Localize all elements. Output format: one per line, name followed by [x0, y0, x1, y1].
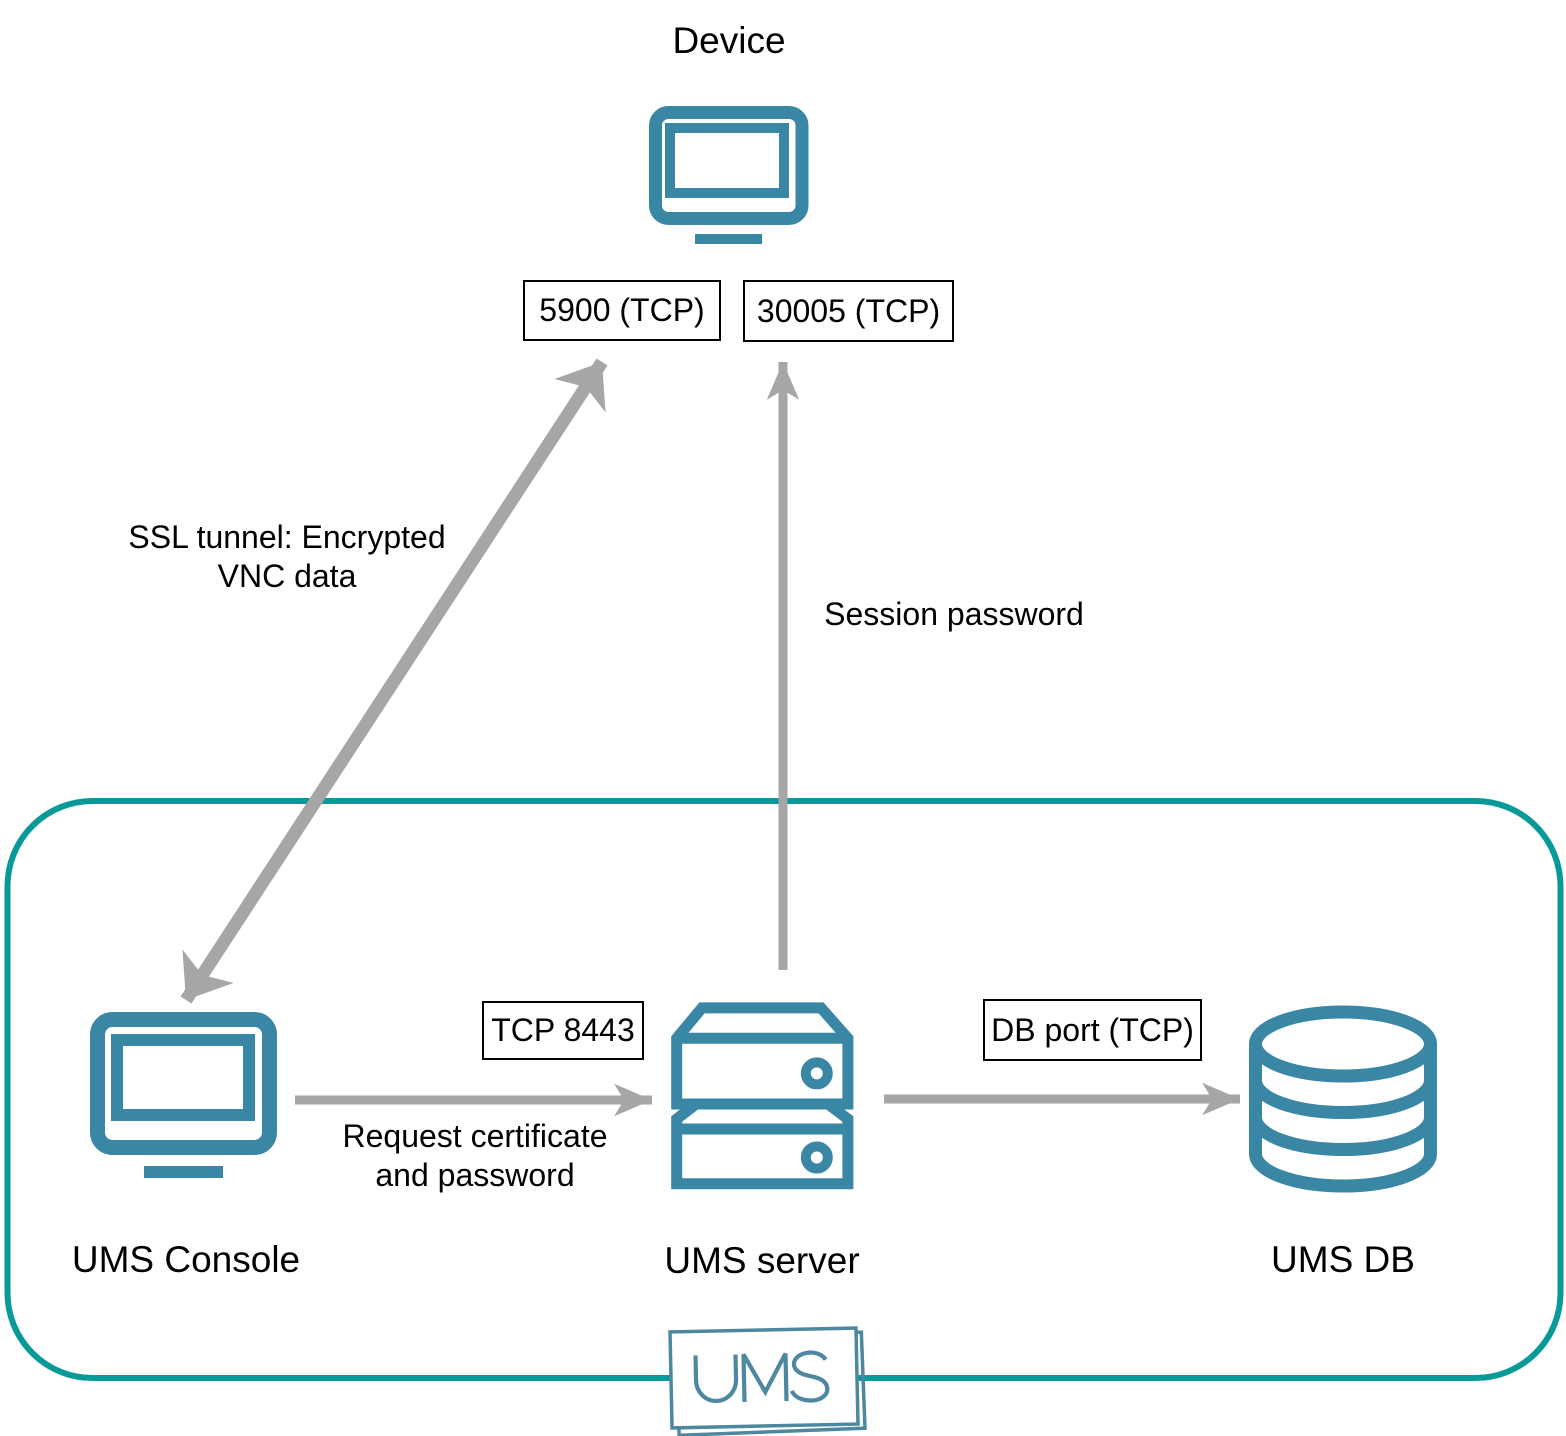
ums-console-caption: UMS Console [71, 1239, 301, 1280]
device-monitor-icon [649, 106, 809, 244]
ums-logo [668, 1326, 867, 1436]
session-password-label: Session password [824, 596, 1084, 632]
request-certificate-label: Request certificate and password [342, 1118, 608, 1193]
ums-server-caption: UMS server [664, 1240, 860, 1281]
server-icon [671, 1002, 854, 1190]
device-caption: Device [672, 20, 786, 61]
ums-logo-letters [693, 1350, 830, 1404]
ums-logo-box [668, 1326, 860, 1430]
logo-letter-s [789, 1350, 830, 1403]
database-icon [1249, 1005, 1437, 1193]
ssl-tunnel-label: SSL tunnel: Encrypted VNC data [128, 519, 446, 594]
vnc-port-box: 5900 (TCP) [523, 280, 721, 341]
ums-db-caption: UMS DB [1271, 1239, 1415, 1280]
db-port-box: DB port (TCP) [983, 999, 1202, 1061]
tcp-8443-port-box: TCP 8443 [482, 1001, 644, 1060]
session-port-box: 30005 (TCP) [743, 280, 954, 342]
ssl-tunnel-arrow [180, 358, 608, 1004]
logo-letter-m [741, 1352, 789, 1402]
logo-letter-u [693, 1354, 739, 1404]
console-monitor-icon [90, 1012, 277, 1178]
